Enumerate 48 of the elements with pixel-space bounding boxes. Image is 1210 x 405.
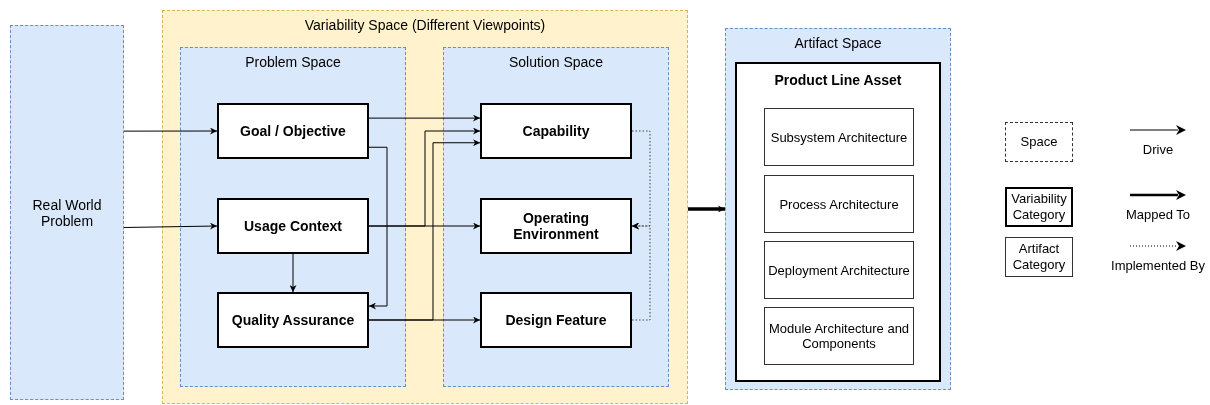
real-world-panel [10, 25, 124, 400]
artifact-box [764, 108, 914, 166]
artifact-box [764, 307, 914, 365]
box-label: Operating Environment [512, 210, 600, 242]
artifact-box [764, 175, 914, 233]
panel-title: Variability Space (Different Viewpoints) [304, 17, 546, 33]
legend-sample-box: Artifact Category [1005, 237, 1073, 277]
box-label: Design Feature [505, 312, 607, 328]
box-label: Quality Assurance [231, 312, 355, 328]
solution-space-panel [443, 47, 669, 387]
arrow [368, 316, 481, 324]
panel-title: Solution Space [508, 54, 604, 70]
arrow [123, 127, 218, 135]
arrow [368, 146, 388, 310]
legend-label: Implemented By [1111, 258, 1205, 273]
box-label: Subsystem Architecture [770, 129, 908, 145]
arrow [631, 222, 651, 321]
arrow [368, 222, 481, 230]
box-label: Capability [522, 123, 590, 139]
artifact-space-panel [725, 28, 951, 390]
category-box [217, 292, 369, 348]
variability-space-panel [162, 10, 688, 404]
legend-label: Drive [1142, 142, 1174, 157]
asset-panel [735, 62, 941, 382]
category-box [480, 198, 632, 254]
panel-title: Problem Space [245, 54, 341, 70]
panel-title: Real World Problem [31, 196, 103, 229]
panel-title: Product Line Asset [774, 72, 902, 88]
artifact-box [764, 241, 914, 299]
arrow [688, 205, 725, 213]
box-label: Module Architecture and Components [767, 321, 911, 351]
box-label: Deployment Architecture [768, 262, 910, 278]
arrow [289, 253, 297, 293]
category-box [217, 103, 369, 159]
category-box [217, 198, 369, 254]
category-box [480, 292, 632, 348]
problem-space-panel [180, 47, 406, 387]
arrow [368, 114, 481, 122]
arrow [631, 130, 651, 230]
legend-label: Mapped To [1125, 207, 1191, 222]
legend-sample-box: Variability Category [1005, 187, 1073, 227]
arrow [123, 222, 218, 230]
legend-sample-box: Space [1005, 122, 1073, 162]
category-box [480, 103, 632, 159]
box-label: Usage Context [244, 218, 342, 234]
panel-title: Artifact Space [794, 35, 882, 51]
box-label: Goal / Objective [240, 123, 346, 139]
box-label: Process Architecture [779, 196, 899, 212]
